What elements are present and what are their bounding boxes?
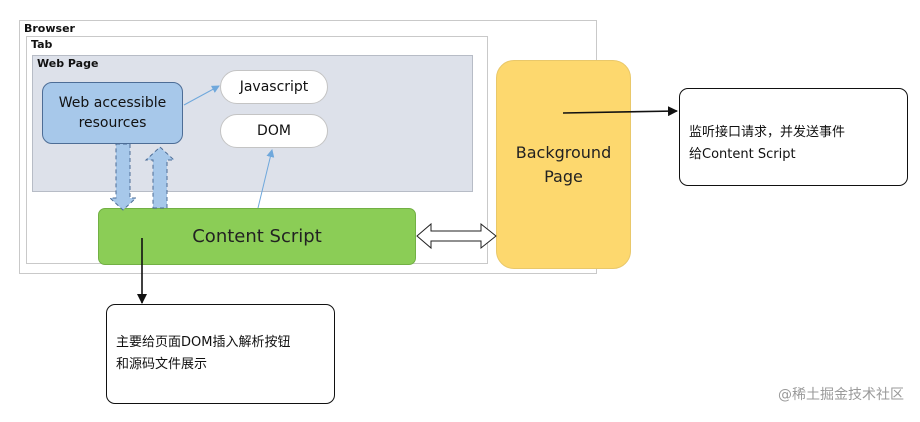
web-page-frame-label: Web Page — [37, 57, 99, 70]
dom-node: DOM — [220, 114, 328, 148]
browser-frame-label: Browser — [24, 22, 75, 35]
background-page-note-line-2: 给Content Script — [689, 147, 796, 162]
javascript-label: Javascript — [239, 79, 309, 95]
content-script-label: Content Script — [192, 226, 322, 247]
content-script-note-line-2: 和源码文件展示 — [116, 357, 208, 372]
web-accessible-resources-line-1: Web accessible — [58, 95, 167, 111]
resources-to-content-script-block-arrow — [108, 143, 138, 211]
content-background-double-arrow — [416, 222, 497, 250]
dom-label: DOM — [257, 123, 291, 139]
content-script-note-line-1: 主要给页面DOM插入解析按钮 — [116, 335, 291, 350]
web-accessible-resources-line-2: resources — [78, 115, 147, 131]
watermark: @稀土掘金技术社区 — [778, 387, 904, 403]
background-page-line-2: Page — [544, 166, 583, 186]
content-script-to-resources-block-arrow — [144, 146, 176, 209]
resources-to-javascript-connector — [183, 85, 220, 106]
content-script-node: Content Script — [98, 208, 416, 265]
background-page-node: Background Page — [496, 60, 631, 269]
background-to-note-connector — [562, 106, 678, 117]
content-script-note: 主要给页面DOM插入解析按钮 和源码文件展示 — [106, 304, 335, 404]
background-page-note: 监听接口请求，并发送事件 给Content Script — [679, 88, 908, 186]
background-page-note-line-1: 监听接口请求，并发送事件 — [689, 125, 846, 140]
content-script-to-dom-connector — [257, 149, 275, 209]
background-page-line-1: Background — [515, 142, 612, 162]
web-accessible-resources-node: Web accessible resources — [42, 82, 183, 144]
tab-frame-label: Tab — [31, 38, 53, 51]
javascript-node: Javascript — [220, 70, 328, 104]
